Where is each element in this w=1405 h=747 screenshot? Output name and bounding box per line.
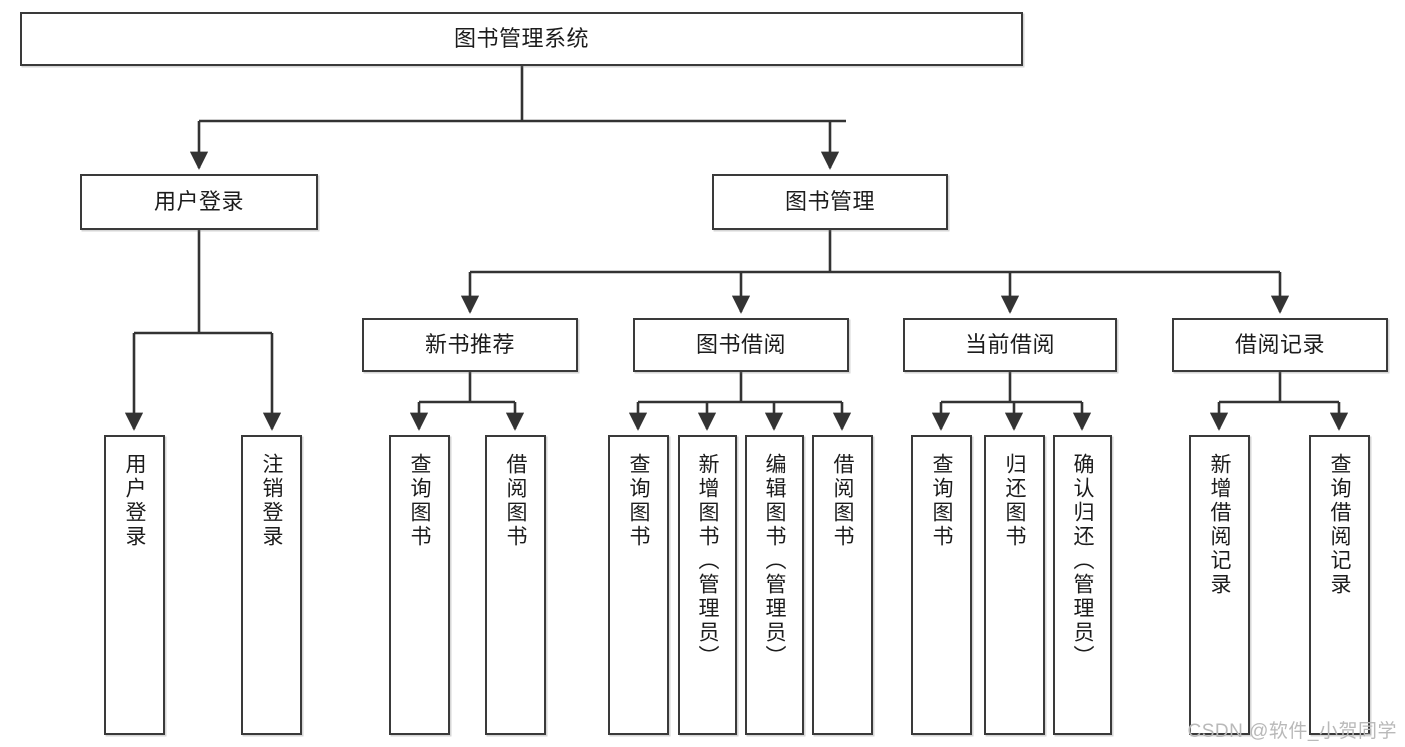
node-leaf-user-login-label: 用户登录 xyxy=(123,453,146,549)
node-current-borrow-label: 当前借阅 xyxy=(964,332,1055,358)
node-leaf-query-book-2-label: 查询图书 xyxy=(627,453,650,549)
node-leaf-borrow-book-1[interactable]: 借阅图书 xyxy=(485,435,546,735)
node-leaf-user-login[interactable]: 用户登录 xyxy=(104,435,165,735)
csdn-watermark: CSDN @软件_小贺同学 xyxy=(1187,721,1397,742)
node-leaf-borrow-book-2-label: 借阅图书 xyxy=(831,453,854,549)
node-leaf-borrow-book-1-label: 借阅图书 xyxy=(504,453,527,549)
node-book-borrow[interactable]: 图书借阅 xyxy=(633,318,849,372)
node-leaf-confirm-return-label: 确认归还（管理员） xyxy=(1071,453,1094,669)
node-user-login-label: 用户登录 xyxy=(153,189,244,215)
node-leaf-edit-book[interactable]: 编辑图书（管理员） xyxy=(745,435,804,735)
node-leaf-return-book-label: 归还图书 xyxy=(1003,453,1026,549)
node-current-borrow[interactable]: 当前借阅 xyxy=(903,318,1117,372)
node-borrow-record-label: 借阅记录 xyxy=(1234,332,1325,358)
node-leaf-add-borrow-record[interactable]: 新增借阅记录 xyxy=(1189,435,1250,735)
node-leaf-return-book[interactable]: 归还图书 xyxy=(984,435,1045,735)
node-book-manage-label: 图书管理 xyxy=(784,189,875,215)
node-root[interactable]: 图书管理系统 xyxy=(20,12,1023,66)
node-user-login[interactable]: 用户登录 xyxy=(80,174,318,230)
node-leaf-user-logout-label: 注销登录 xyxy=(260,453,283,549)
node-leaf-query-book-2[interactable]: 查询图书 xyxy=(608,435,669,735)
node-root-label: 图书管理系统 xyxy=(453,26,589,52)
node-leaf-add-borrow-record-label: 新增借阅记录 xyxy=(1208,453,1231,597)
node-leaf-query-book-1-label: 查询图书 xyxy=(408,453,431,549)
node-leaf-user-logout[interactable]: 注销登录 xyxy=(241,435,302,735)
node-leaf-edit-book-label: 编辑图书（管理员） xyxy=(763,453,786,669)
node-leaf-query-book-1[interactable]: 查询图书 xyxy=(389,435,450,735)
node-leaf-add-book[interactable]: 新增图书（管理员） xyxy=(678,435,737,735)
node-leaf-borrow-book-2[interactable]: 借阅图书 xyxy=(812,435,873,735)
node-leaf-query-book-3-label: 查询图书 xyxy=(930,453,953,549)
node-borrow-record[interactable]: 借阅记录 xyxy=(1172,318,1388,372)
node-book-borrow-label: 图书借阅 xyxy=(695,332,786,358)
node-new-book-recommend[interactable]: 新书推荐 xyxy=(362,318,578,372)
node-leaf-add-book-label: 新增图书（管理员） xyxy=(696,453,719,669)
node-leaf-query-borrow-record[interactable]: 查询借阅记录 xyxy=(1309,435,1370,735)
node-leaf-query-book-3[interactable]: 查询图书 xyxy=(911,435,972,735)
node-leaf-query-borrow-record-label: 查询借阅记录 xyxy=(1328,453,1351,597)
node-leaf-confirm-return[interactable]: 确认归还（管理员） xyxy=(1053,435,1112,735)
node-book-manage[interactable]: 图书管理 xyxy=(712,174,948,230)
node-new-book-recommend-label: 新书推荐 xyxy=(424,332,515,358)
